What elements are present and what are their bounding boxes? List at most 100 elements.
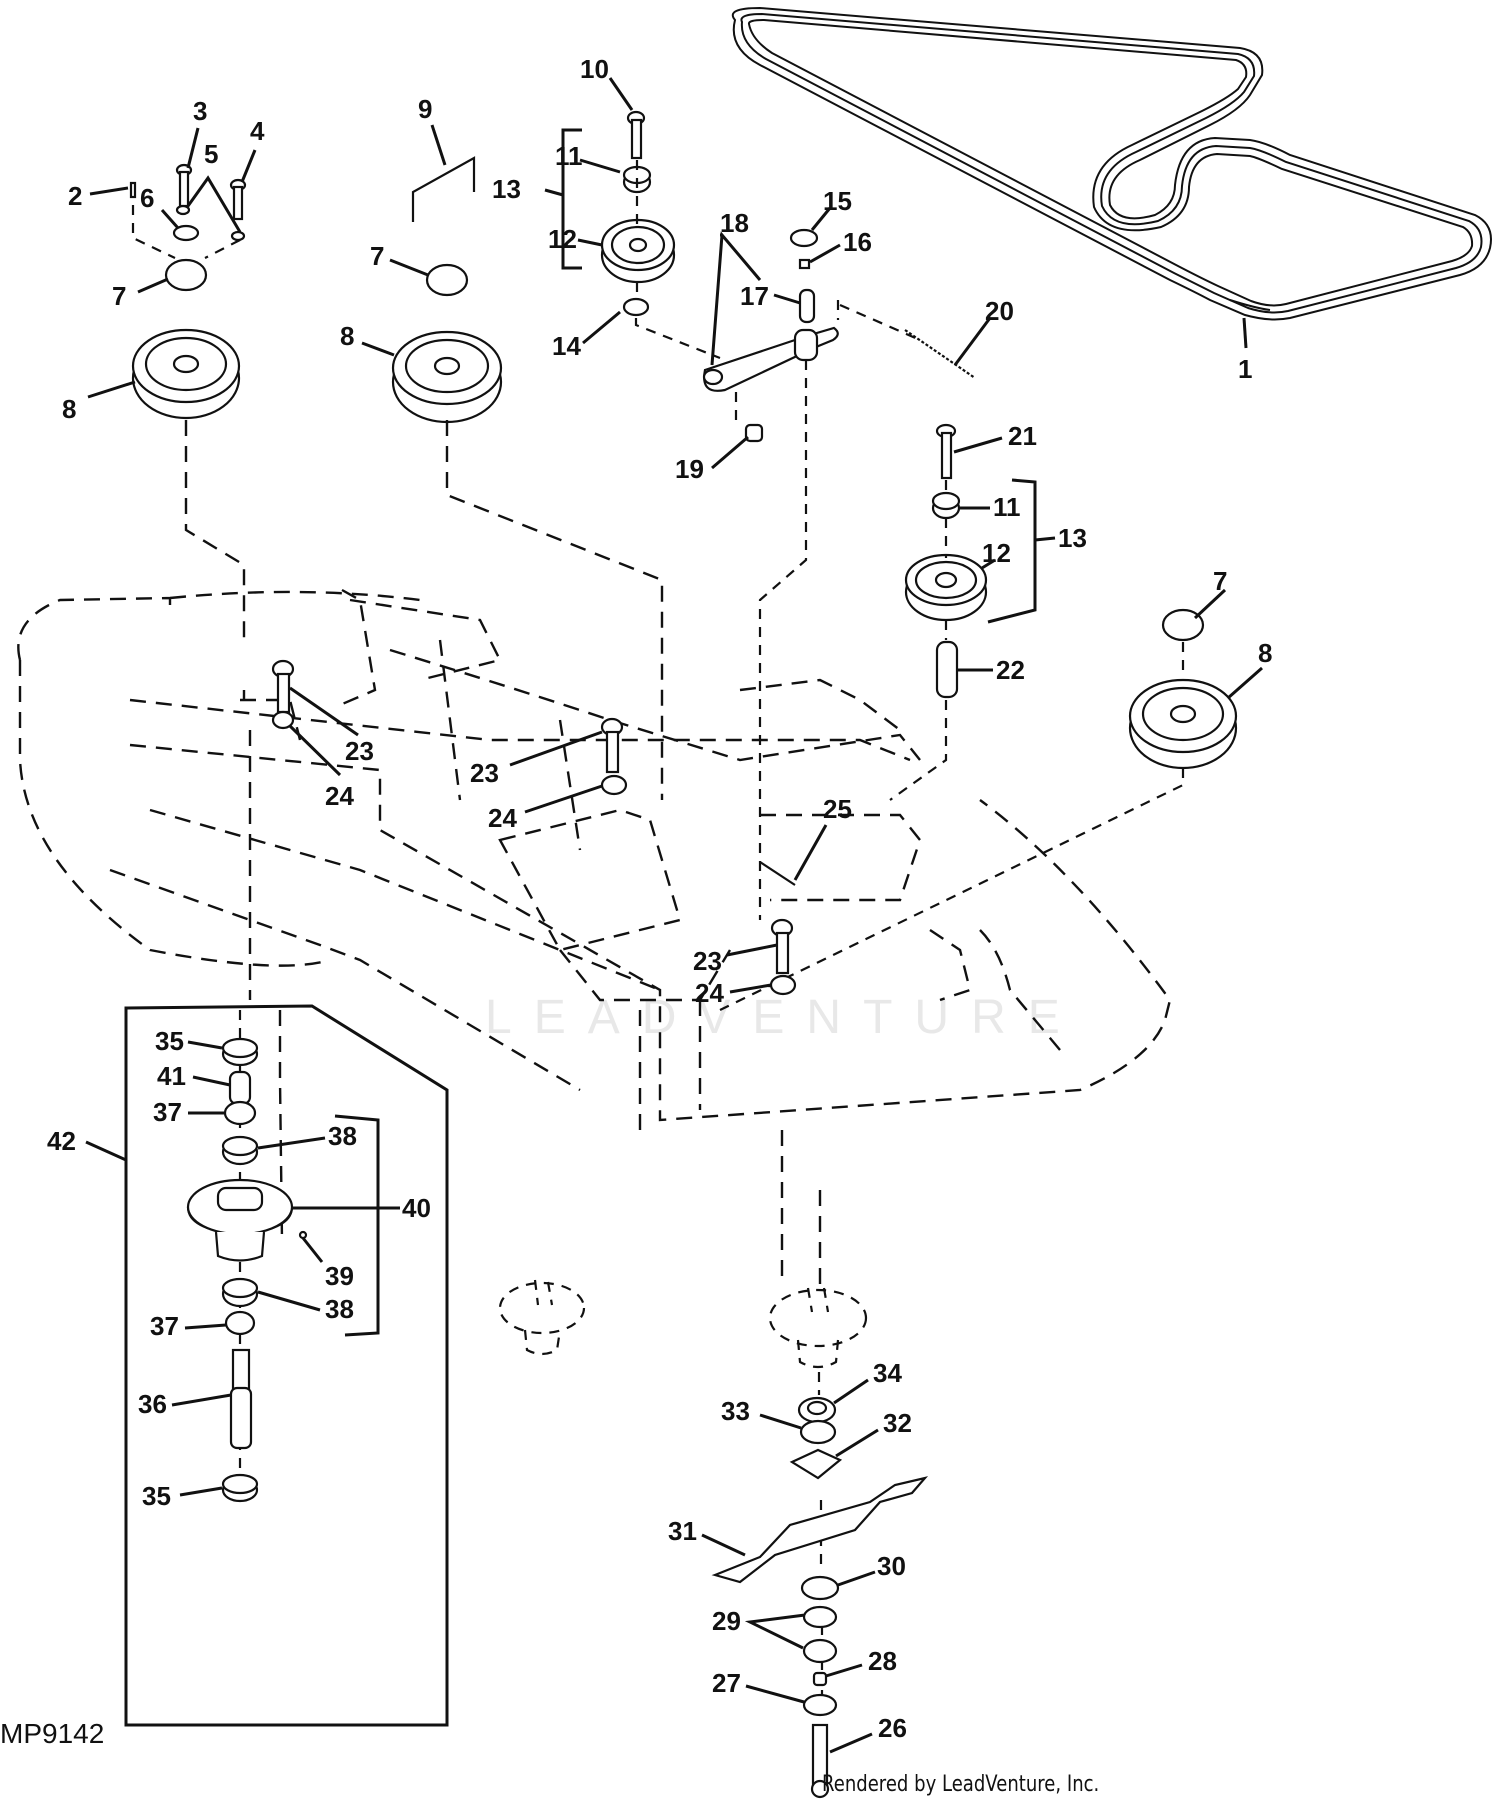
callout-12b[interactable]: 12 [982,538,1011,568]
callout-21[interactable]: 21 [1008,421,1037,451]
callout-7b[interactable]: 7 [370,241,384,271]
cap-screw-21[interactable] [935,423,957,480]
callout-33[interactable]: 33 [721,1396,750,1426]
cap-screw-4[interactable] [229,178,247,221]
washer-33[interactable] [799,1419,837,1445]
hub-7b[interactable] [425,263,469,297]
sheave-8a[interactable] [131,328,241,420]
hub-7c[interactable] [1161,608,1205,642]
callout-2[interactable]: 2 [68,181,82,211]
callout-12a[interactable]: 12 [548,224,577,254]
callout-8b[interactable]: 8 [340,321,354,351]
callout-16[interactable]: 16 [843,227,872,257]
callout-10[interactable]: 10 [580,54,609,84]
washer-6[interactable] [172,224,200,242]
cap-screw-3[interactable] [175,163,193,208]
callout-38b[interactable]: 38 [325,1294,354,1324]
cap-screw-26[interactable] [810,1723,830,1799]
hub-7a[interactable] [164,258,208,292]
spindle-housing-unlabeled[interactable] [498,1279,586,1356]
callout-25[interactable]: 25 [823,794,852,824]
callout-13b[interactable]: 13 [1058,523,1087,553]
callout-11a[interactable]: 11 [555,141,583,171]
washer-29[interactable] [802,1605,838,1664]
callout-28[interactable]: 28 [868,1646,897,1676]
nut-19[interactable] [744,423,764,443]
idler-pulley-12a[interactable] [600,218,676,284]
callout-34[interactable]: 34 [873,1358,902,1388]
seal-35a[interactable] [221,1037,259,1067]
callout-9[interactable]: 9 [418,94,432,124]
washer-27[interactable] [802,1693,838,1717]
nut-28[interactable] [812,1671,828,1687]
bearing-37a[interactable] [223,1100,257,1126]
spacer-22[interactable] [935,640,959,699]
callout-14[interactable]: 14 [552,331,581,361]
callout-20[interactable]: 20 [985,296,1014,326]
callout-19[interactable]: 19 [675,454,704,484]
callout-39[interactable]: 39 [325,1261,354,1291]
cap-screw-23a[interactable] [271,659,295,714]
callout-3[interactable]: 3 [193,96,207,126]
callout-27[interactable]: 27 [712,1668,741,1698]
callout-22[interactable]: 22 [996,655,1025,685]
callout-18[interactable]: 18 [720,208,749,238]
nut-16[interactable] [798,258,811,270]
pin-25[interactable] [759,861,796,886]
callout-13a[interactable]: 13 [492,174,521,204]
cap-screw-23b[interactable] [600,717,624,774]
pin-2[interactable] [129,181,137,199]
blade-plate-32[interactable] [789,1448,843,1480]
callout-24b[interactable]: 24 [488,803,517,833]
callout-35a[interactable]: 35 [155,1026,184,1056]
callout-23b[interactable]: 23 [470,758,499,788]
cap-screw-23c[interactable] [770,918,794,975]
nut-24b[interactable] [600,774,628,796]
washer-30[interactable] [800,1575,840,1601]
callout-23c[interactable]: 23 [693,946,722,976]
bearing-37b[interactable] [224,1310,256,1336]
callout-36[interactable]: 36 [138,1389,167,1419]
callout-8c[interactable]: 8 [1258,638,1272,668]
spindle-housing-40[interactable] [186,1178,294,1262]
washer-14[interactable] [622,297,650,317]
callout-1[interactable]: 1 [1238,354,1252,384]
callout-8a[interactable]: 8 [62,394,76,424]
callout-35b[interactable]: 35 [142,1481,171,1511]
spindle-shaft-36[interactable] [229,1348,253,1450]
mower-deck[interactable] [17,588,1172,1140]
nut-24c[interactable] [769,974,797,996]
bearing-cup-38a[interactable] [221,1135,259,1166]
callout-23a[interactable]: 23 [345,736,374,766]
cap-screw-10[interactable] [626,110,646,160]
callout-40[interactable]: 40 [402,1193,431,1223]
callout-7c[interactable]: 7 [1213,566,1227,596]
callout-17[interactable]: 17 [740,281,769,311]
callout-6[interactable]: 6 [140,183,154,213]
callout-38a[interactable]: 38 [328,1121,357,1151]
mower-blade-31[interactable] [711,1476,929,1584]
spacer-17[interactable] [798,288,816,324]
bearing-cup-38b[interactable] [221,1277,259,1308]
sheave-8b[interactable] [391,330,503,424]
callout-32[interactable]: 32 [883,1408,912,1438]
callout-37b[interactable]: 37 [150,1311,179,1341]
callout-30[interactable]: 30 [877,1551,906,1581]
callout-4[interactable]: 4 [250,116,265,146]
bushing-11b[interactable] [931,491,961,520]
callout-37a[interactable]: 37 [153,1097,182,1127]
callout-29[interactable]: 29 [712,1606,741,1636]
nut-24a[interactable] [271,710,295,730]
spacer-41[interactable] [228,1070,252,1106]
callout-11b[interactable]: 11 [993,492,1021,522]
callout-24c[interactable]: 24 [695,978,724,1008]
callout-41[interactable]: 41 [157,1061,186,1091]
callout-15[interactable]: 15 [823,186,852,216]
callout-31[interactable]: 31 [668,1516,697,1546]
seal-35b[interactable] [221,1473,259,1503]
callout-5[interactable]: 5 [204,139,218,169]
callout-24a[interactable]: 24 [325,781,354,811]
washer-34[interactable] [797,1396,837,1424]
spindle-housing-right[interactable] [768,1287,868,1369]
callout-7a[interactable]: 7 [112,281,126,311]
